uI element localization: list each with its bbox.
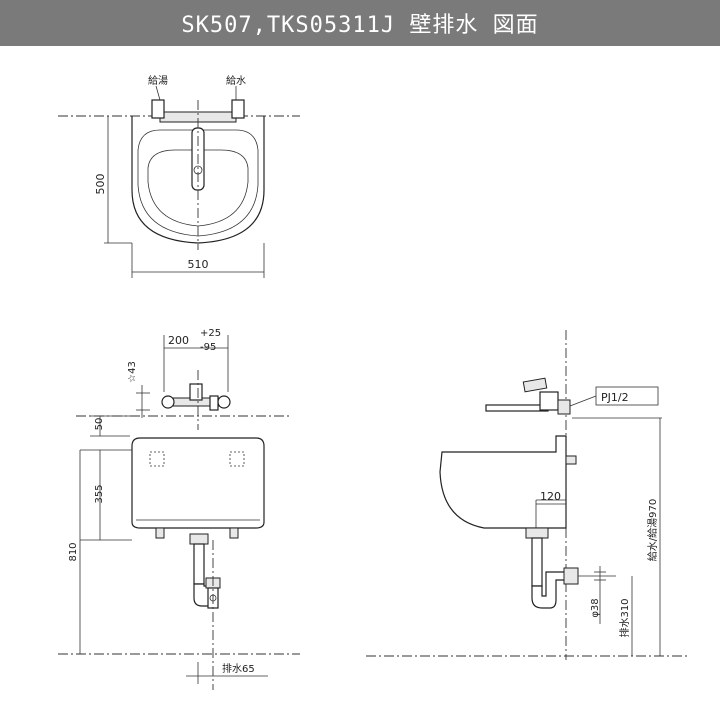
hot-supply-label: 給湯 (148, 74, 168, 87)
dim-43-label: ☆43 (127, 361, 138, 383)
dim-50-label: 50 (94, 418, 105, 431)
dim-970-label: 給水/給湯970 (646, 499, 659, 561)
page-title: SK507,TKS05311J 壁排水 図面 (0, 0, 720, 46)
drain-fitting-front (189, 533, 209, 545)
wall-bracket-side (565, 455, 577, 465)
hot-valve-icon (151, 99, 165, 119)
dim-510-label: 510 (188, 258, 209, 271)
drain-pipe-front (193, 543, 205, 585)
pj-leader-line (569, 395, 597, 407)
faucet-body-side (539, 391, 559, 411)
faucet-spout-front (209, 395, 219, 411)
drain-fitting-side (525, 527, 549, 539)
basin-bowl-top (147, 149, 249, 227)
mount-hole-right (229, 451, 245, 467)
dim-38-label: φ38 (590, 598, 601, 617)
cold-supply-label: 給水 (226, 74, 246, 87)
dim-200-label: 200 (168, 334, 189, 347)
dim-120-label: 120 (540, 490, 561, 503)
basin-outline-top (131, 116, 265, 244)
dim-355-label: 355 (94, 484, 105, 503)
trap-wall-nut-side (563, 567, 579, 585)
basin-body-side (439, 435, 567, 529)
bracket-left (155, 527, 165, 539)
basin-rim-top (137, 129, 259, 237)
faucet-spout-side (485, 404, 549, 412)
mount-hole-left (149, 451, 165, 467)
dim-200-tol-minus: -95 (200, 342, 216, 353)
dim-810-label: 810 (68, 542, 79, 561)
dim-200-tol-plus: +25 (200, 328, 221, 339)
cold-valve-icon (231, 99, 245, 119)
front-view: 200 +25 -95 ☆43 50 355 810 (58, 328, 300, 690)
faucet-head-front (189, 383, 203, 401)
basin-body-front (131, 437, 265, 529)
faucet-handle-left-icon (161, 395, 175, 409)
top-view: 給湯 給水 500 510 (58, 74, 300, 278)
dim-drain-label: 排水65 (222, 662, 255, 675)
side-view: PJ1/2 120 φ38 排水310 給水/給湯970 (366, 330, 690, 660)
drawing-area: 給湯 給水 500 510 200 +25 -95 ☆43 (0, 46, 720, 720)
technical-drawing: 給湯 給水 500 510 200 +25 -95 ☆43 (58, 74, 690, 690)
hot-leader-line (155, 85, 161, 101)
pj-callout-box (595, 386, 659, 406)
faucet-wall-fitting (557, 399, 571, 415)
faucet-lever-side (522, 377, 548, 393)
dim-500-label: 500 (94, 174, 107, 195)
drain-pipe-side (531, 537, 543, 587)
faucet-handle-right-icon (217, 395, 231, 409)
dim-310-label: 排水310 (618, 598, 631, 637)
bracket-right (229, 527, 239, 539)
pj-label: PJ1/2 (601, 391, 629, 404)
